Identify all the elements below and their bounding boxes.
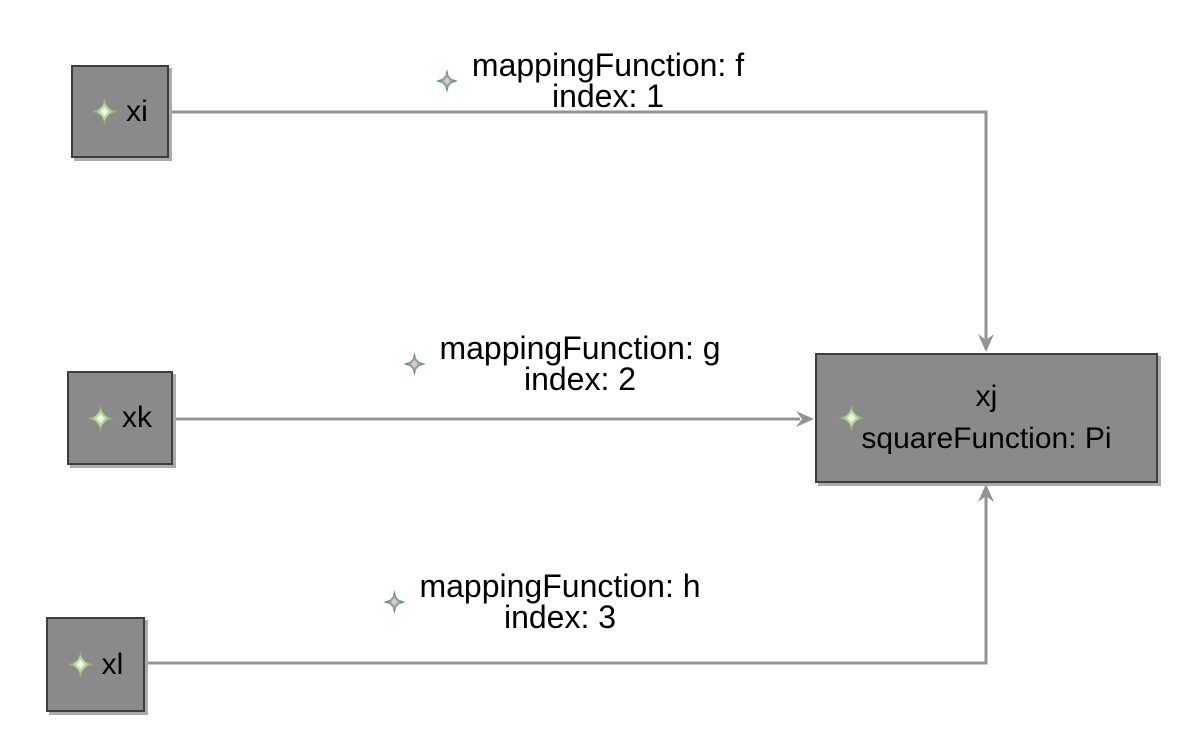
edge-xi-xj-arrowhead-icon [978,334,994,352]
edge-label-line2: index: 1 [551,78,665,114]
node-xj-title: xj [975,380,998,413]
edge-label-line1: mappingFunction: f [471,47,745,83]
edge-xk-xj-arrowhead-icon [796,411,814,427]
relation-star-icon [383,590,406,614]
vertex-star-icon [839,404,864,432]
node-xk[interactable]: xk [67,371,173,465]
edge-label-xi-xj[interactable]: mappingFunction: f index: 1 [435,47,745,114]
edge-label-xl-xj[interactable]: mappingFunction: h index: 3 [383,568,701,635]
vertex-star-icon [88,404,113,432]
node-xj-attribute: squareFunction: Pi [861,422,1112,455]
vertex-star-icon [92,98,118,125]
edge-xl-xj-arrowhead-icon [978,484,994,502]
edge-label-line2: index: 3 [503,599,617,635]
edge-xl-xj[interactable] [145,494,988,665]
edge-label-xk-xj[interactable]: mappingFunction: g index: 2 [403,330,721,397]
relation-star-icon [435,69,458,93]
node-xi[interactable]: xi [71,65,169,158]
node-xk-label: xk [122,401,152,434]
node-xj[interactable]: xj squareFunction: Pi [815,353,1158,483]
node-xl[interactable]: xl [46,617,145,712]
edge-xi-xj[interactable] [169,110,988,342]
node-xi-label: xi [126,94,148,128]
vertex-star-icon [67,651,93,678]
relation-star-icon [403,352,426,376]
node-xj-label: xj squareFunction: Pi [817,376,1156,460]
edge-label-line1: mappingFunction: g [439,330,721,366]
node-xl-label: xl [101,647,124,681]
edge-label-line1: mappingFunction: h [419,568,701,604]
edge-label-line2: index: 2 [523,361,637,397]
